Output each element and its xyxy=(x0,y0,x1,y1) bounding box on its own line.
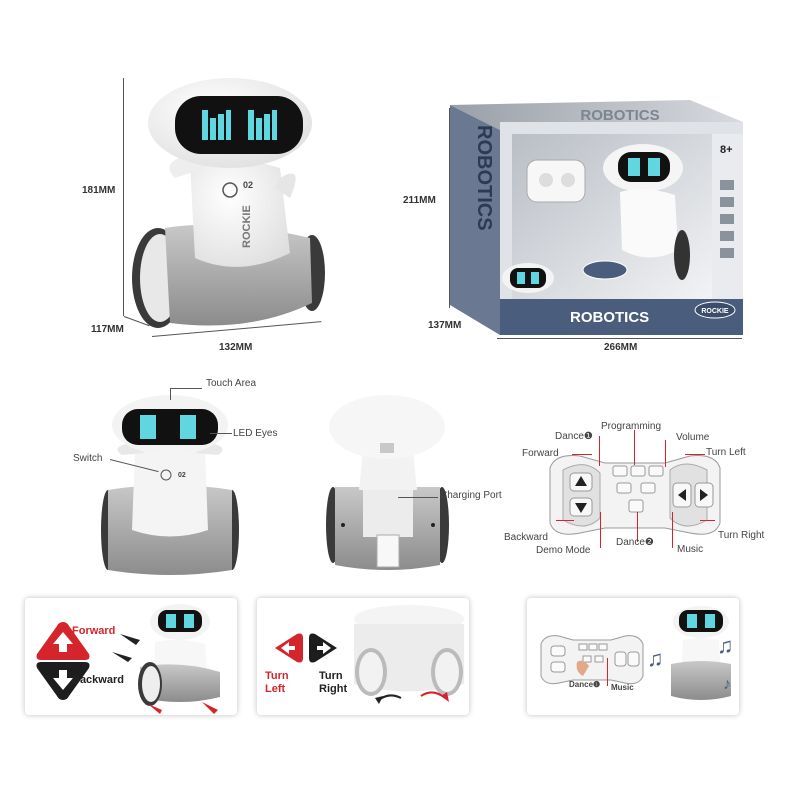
panel-dance-music: Dance❶ Music ♫ ♫ ♪ xyxy=(527,598,739,715)
panel1-robot-image xyxy=(112,604,220,714)
robot-front-diagram: 02 xyxy=(101,395,239,575)
remote-control-diagram xyxy=(549,455,721,535)
label-programming: Programming xyxy=(601,421,662,432)
dimension-robot-height: 181MM xyxy=(82,185,116,196)
box-brand-side: ROBOTICS xyxy=(473,125,495,231)
label-switch: Switch xyxy=(73,453,103,464)
panel-turn-right-label-1: Turn xyxy=(319,670,343,682)
panel3-leader xyxy=(607,658,608,686)
panel-turn-right-label-2: Right xyxy=(319,683,348,695)
leader-dance2 xyxy=(637,512,638,542)
label-forward: Forward xyxy=(522,448,559,459)
dimension-box-height: 211MM xyxy=(403,195,436,206)
leader-turn-right xyxy=(700,520,715,521)
leader-charging-port xyxy=(398,497,438,498)
panel3-dance-label: Dance❶ xyxy=(569,680,601,689)
label-backward: Backward xyxy=(504,532,548,543)
label-turn-left: Turn Left xyxy=(706,447,746,458)
panel-turn-left-label-1: Turn xyxy=(265,670,289,682)
label-charging-port: Charging Port xyxy=(440,490,502,501)
turn-right-icon xyxy=(309,633,337,663)
leader-touch-area xyxy=(170,388,202,389)
panel3-robot-image xyxy=(671,606,731,700)
panel-turn-left-right: Turn Left Turn Right xyxy=(257,598,469,715)
box-logo-text: ROCKIE xyxy=(701,308,729,315)
leader-volume xyxy=(665,440,666,467)
music-note-icon-1: ♫ xyxy=(647,646,664,671)
label-touch-area: Touch Area xyxy=(206,378,257,389)
dimension-box-depth: 137MM xyxy=(428,320,462,331)
robot-main-image: 02 ROCKIE xyxy=(132,78,325,328)
backward-triangle-icon xyxy=(36,662,90,700)
panel2-robot-image xyxy=(354,605,464,704)
panel3-music-label: Music xyxy=(611,683,634,692)
turn-left-icon xyxy=(275,633,303,663)
label-turn-right: Turn Right xyxy=(718,530,765,541)
box-dimension-line-width xyxy=(497,338,742,339)
leader-led-eyes xyxy=(210,433,232,434)
panel-forward-label: Forward xyxy=(72,625,116,637)
panel-forward-backward: Forward Backward xyxy=(25,598,237,715)
leader-backward xyxy=(556,520,574,521)
music-note-icon-2: ♫ xyxy=(717,633,734,658)
svg-text:02: 02 xyxy=(178,472,186,479)
dimension-robot-depth: 117MM xyxy=(91,324,124,335)
product-box-image: ROBOTICS 8+ ROBOTICS ROBOTICS ROCKIE xyxy=(450,100,743,335)
music-note-icon-3: ♪ xyxy=(723,676,731,693)
dimension-line-height xyxy=(123,78,124,316)
leader-touch-area-v xyxy=(170,388,171,400)
box-age-label: 8+ xyxy=(720,144,733,156)
leader-turn-left xyxy=(685,454,705,455)
leader-programming xyxy=(634,430,635,465)
robot-back-diagram xyxy=(326,395,449,570)
robot-model-text: 02 xyxy=(243,180,253,190)
leader-forward xyxy=(572,454,592,455)
leader-music xyxy=(672,512,673,548)
panel-turn-left-label-2: Left xyxy=(265,683,286,695)
label-demo-mode: Demo Mode xyxy=(536,545,591,556)
panel-backward-label: Backward xyxy=(72,674,124,686)
box-brand-bottom: ROBOTICS xyxy=(570,309,649,326)
panel3-remote-image xyxy=(540,635,644,685)
box-brand-top: ROBOTICS xyxy=(580,107,659,124)
leader-dance1 xyxy=(599,436,600,466)
label-led-eyes: LED Eyes xyxy=(233,428,278,439)
box-dimension-line-height xyxy=(449,108,450,308)
label-music: Music xyxy=(677,544,704,555)
dimension-box-width: 266MM xyxy=(604,342,638,353)
label-volume: Volume xyxy=(676,432,710,443)
robot-logo-text: ROCKIE xyxy=(241,205,253,248)
forward-triangle-icon xyxy=(36,622,90,660)
leader-demo xyxy=(600,512,601,548)
label-dance1: Dance❶ xyxy=(555,431,593,442)
dimension-robot-width: 132MM xyxy=(219,342,253,353)
label-dance2: Dance❷ xyxy=(616,537,654,548)
